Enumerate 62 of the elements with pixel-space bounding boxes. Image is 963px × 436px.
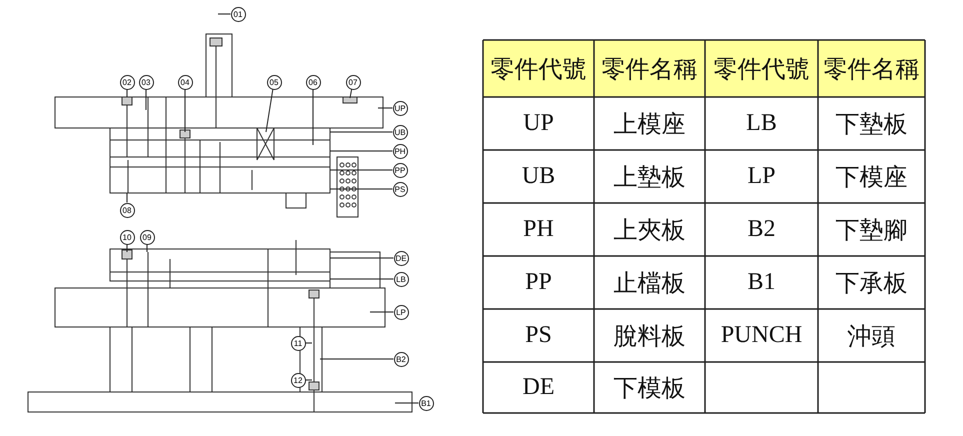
callout-label: PS <box>392 182 408 196</box>
table-cell-text: 下墊板 <box>834 110 908 140</box>
table-cell-text: PUNCH <box>720 321 804 350</box>
callout-label: 07 <box>346 74 360 90</box>
table-cell-text: 上模座 <box>612 110 686 140</box>
leader-line <box>394 402 419 404</box>
callout-label: 12 <box>290 372 306 388</box>
table-cell-text: PP <box>524 268 553 297</box>
column-header: 零件名稱 <box>822 56 920 84</box>
callout-label: 11 <box>290 336 306 350</box>
leader-line <box>330 150 393 152</box>
callout-label: 05 <box>266 74 282 90</box>
column-header: 零件名稱 <box>600 56 698 84</box>
leader-line <box>330 188 393 190</box>
callout-label: LB <box>394 272 408 286</box>
callout-label: 08 <box>120 202 134 218</box>
leader-line <box>146 244 148 252</box>
callout-label: PH <box>392 144 408 158</box>
table-cell-text: B2 <box>746 215 776 244</box>
table-cell-text: PS <box>524 321 553 350</box>
leader-line <box>312 89 314 146</box>
table-cell-text: 沖頭 <box>846 322 896 352</box>
table-cell-text: UP <box>522 109 555 138</box>
callout-label: B2 <box>394 352 408 366</box>
callout-label: 01 <box>230 6 246 22</box>
leader-line <box>266 88 274 132</box>
callout-label: 10 <box>120 230 134 244</box>
column-header: 零件代號 <box>712 56 810 84</box>
leader-line <box>330 278 394 280</box>
table-cell-text: 下承板 <box>834 270 908 298</box>
callout-label: 06 <box>306 74 320 90</box>
table-cell-text: LB <box>745 109 778 138</box>
callout-label: UB <box>392 124 408 140</box>
table-cell-text: 下模板 <box>612 374 686 404</box>
leader-line <box>126 192 128 203</box>
leader-line <box>126 244 128 252</box>
callout-label: LP <box>394 304 408 320</box>
table-cell-text: B1 <box>746 268 776 297</box>
table-cell-text: 脫料板 <box>612 322 686 352</box>
callout-label: B1 <box>418 396 434 410</box>
table-cell-text: UB <box>520 162 556 191</box>
leader-line <box>184 89 186 132</box>
table-cell-text: LP <box>746 162 776 191</box>
column-header: 零件代號 <box>490 56 588 84</box>
callout-label: DE <box>394 250 408 266</box>
table-cell-text: 下模座 <box>834 164 908 192</box>
table-cell-text: 上墊板 <box>612 164 686 192</box>
callout-label: PP <box>392 162 408 178</box>
leader-line <box>126 89 128 98</box>
callout-label: 02 <box>120 74 134 90</box>
leader-line <box>320 358 394 360</box>
table-cell-text: PH <box>522 215 555 244</box>
leader-line <box>305 342 312 344</box>
callout-label: 04 <box>178 74 192 90</box>
callout-label: 03 <box>138 74 154 90</box>
callout-label: UP <box>392 100 408 116</box>
callout-label: 09 <box>140 230 154 244</box>
table-cell-text: 止檔板 <box>612 270 686 298</box>
leader-line <box>350 88 352 98</box>
table-cell-text: 上夾板 <box>612 216 686 246</box>
table-cell-text: 下墊腳 <box>834 216 908 246</box>
table-cell-text: DE <box>522 373 556 402</box>
